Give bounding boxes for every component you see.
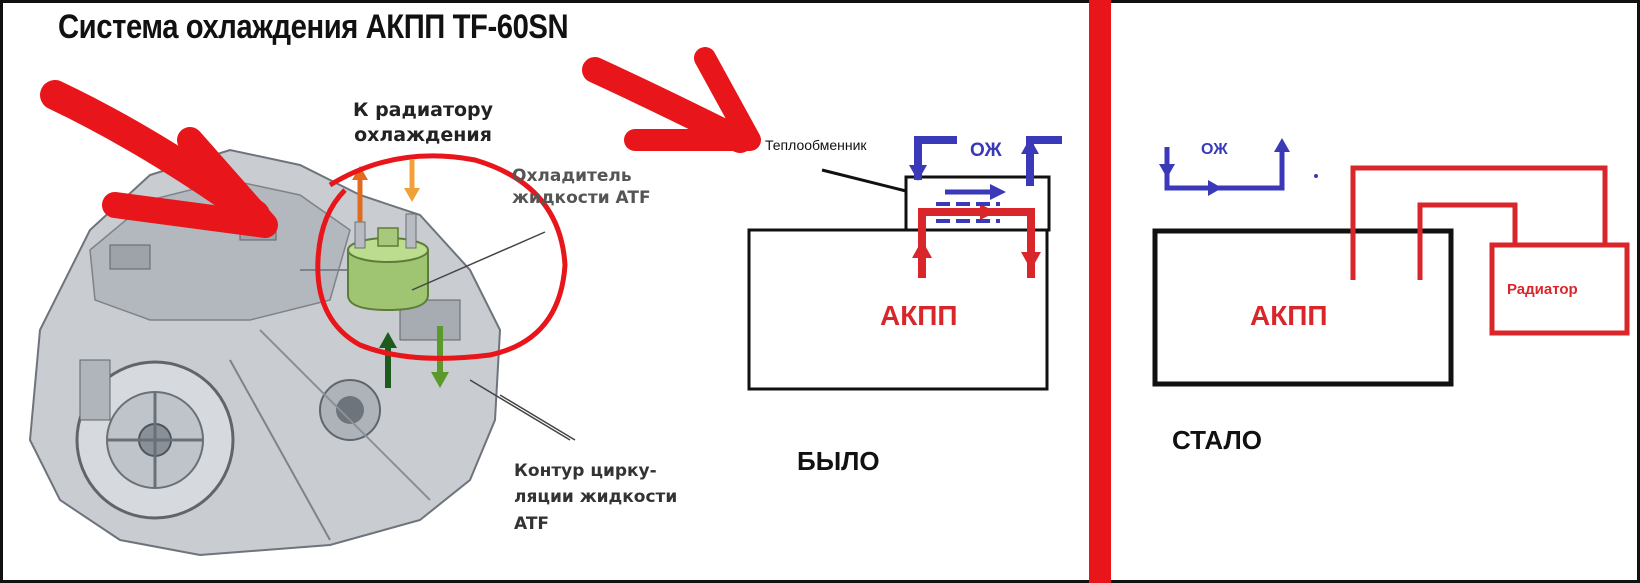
red-arrow-right-head bbox=[624, 47, 761, 151]
red-arrow-left-head bbox=[102, 127, 278, 238]
before-coolant-loop bbox=[909, 136, 1062, 223]
before-atf-loop bbox=[912, 204, 1041, 278]
to-radiator-label: К радиатору охлаждения bbox=[352, 99, 494, 146]
before-caption: БЫЛО bbox=[797, 446, 880, 476]
before-akpp-box bbox=[747, 228, 1049, 391]
circuit-label: Контур цирку- ляции жидкости ATF bbox=[514, 461, 678, 534]
atf-flow-arrows bbox=[379, 326, 449, 388]
after-akpp-box bbox=[1152, 228, 1454, 387]
highlight-circle bbox=[315, 153, 568, 361]
coolant-flow-arrows bbox=[352, 160, 420, 222]
section-divider bbox=[1089, 0, 1111, 583]
after-atf-loop bbox=[1350, 165, 1608, 280]
heat-exchanger-label: Теплообменник bbox=[765, 137, 867, 153]
atf-cooler-unit bbox=[347, 213, 429, 312]
heat-exchanger-pointer bbox=[821, 168, 907, 193]
atf-cooler-label: Охладитель жидкости ATF bbox=[512, 166, 651, 209]
before-coolant-label: ОЖ bbox=[970, 140, 1002, 161]
after-coolant-label: ОЖ bbox=[1201, 141, 1228, 158]
radiator-box bbox=[1489, 242, 1630, 336]
after-caption: СТАЛО bbox=[1172, 425, 1262, 455]
circuit-pointer-line-1 bbox=[469, 379, 571, 441]
heat-exchanger-box bbox=[904, 175, 1051, 232]
cooler-pointer-line bbox=[411, 231, 546, 291]
page-title: Система охлаждения АКПП TF-60SN bbox=[58, 8, 569, 46]
after-akpp-label: АКПП bbox=[1250, 300, 1328, 331]
after-coolant-loop bbox=[1159, 138, 1318, 196]
circuit-pointer-line-2 bbox=[499, 394, 576, 441]
radiator-label: Радиатор bbox=[1507, 281, 1578, 298]
before-akpp-label: АКПП bbox=[880, 300, 958, 331]
